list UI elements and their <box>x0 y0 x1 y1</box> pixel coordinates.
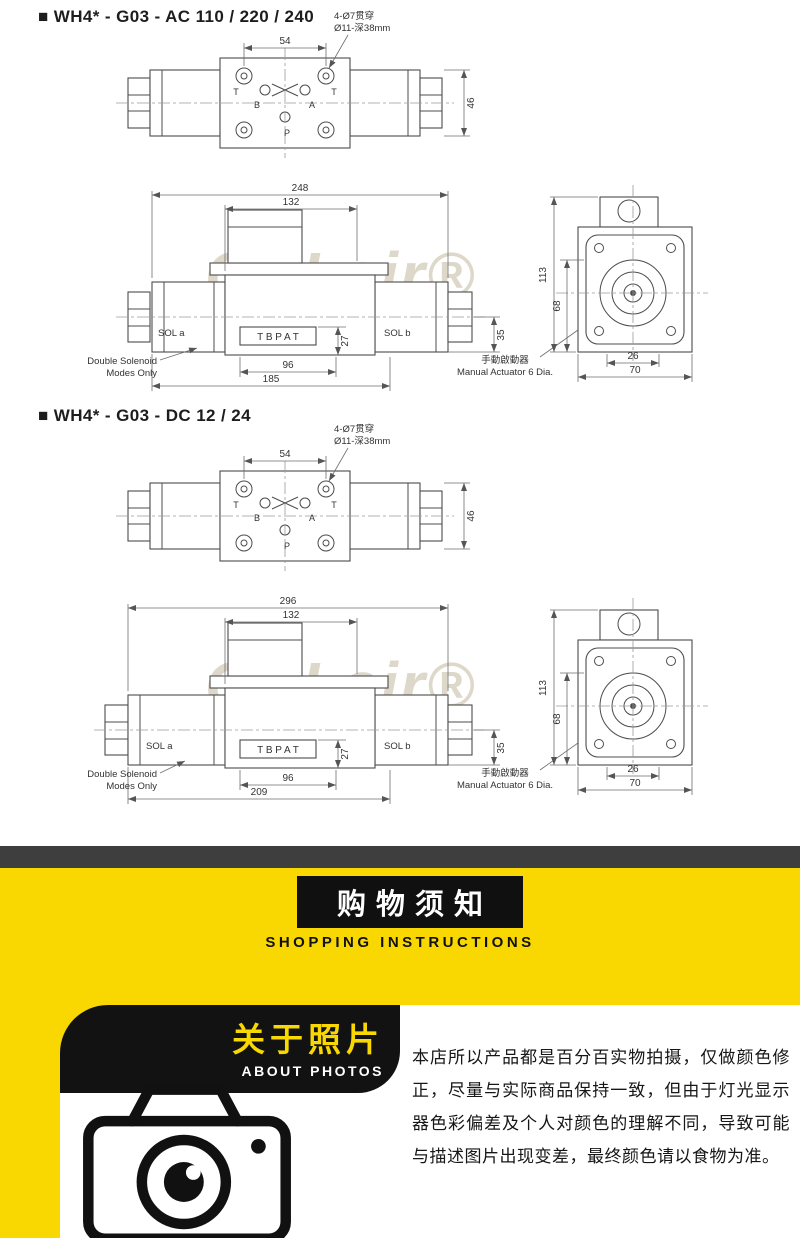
side-view: 113 68 26 70 <box>538 598 708 795</box>
section-title-dc: ■ WH4* - G03 - DC 12 / 24 <box>38 406 251 425</box>
double-solenoid-note-2: Modes Only <box>106 781 157 792</box>
dim-68: 68 <box>552 300 563 312</box>
top-view-details <box>128 67 442 139</box>
dim-base: 209 <box>251 787 268 798</box>
port-label-t2: T <box>331 87 337 97</box>
dim-46: 46 <box>466 97 477 109</box>
hole-note-line1: 4-Ø7贯穿 <box>334 423 374 435</box>
dim-68: 68 <box>552 713 563 725</box>
dim-54: 54 <box>279 36 291 47</box>
manual-actuator-note-cn: 手動啟動器 <box>481 767 529 779</box>
camera-icon <box>83 1084 291 1238</box>
shopping-notice-section: 购物须知 SHOPPING INSTRUCTIONS 关于照片 ABOUT PH… <box>0 868 800 1238</box>
side-view: 113 68 26 70 <box>538 185 708 382</box>
section-title-ac: ■ WH4* - G03 - AC 110 / 220 / 240 <box>38 7 315 26</box>
port-label-b: B <box>254 513 260 523</box>
dim-total: 296 <box>280 596 297 607</box>
port-label-a: A <box>309 100 315 110</box>
port-label-t1: T <box>233 500 239 510</box>
divider-bar <box>0 846 800 868</box>
sol-a-label: SOL a <box>146 741 173 752</box>
dim-54: 54 <box>279 449 291 460</box>
hole-note-line2: Ø11-深38mm <box>334 23 390 34</box>
manual-actuator-note-en: Manual Actuator 6 Dia. <box>457 780 553 791</box>
dim-70: 70 <box>629 365 641 376</box>
port-label-t1: T <box>233 87 239 97</box>
port-label-b: B <box>254 100 260 110</box>
valve-drawing-ac: T B A P T 54 46 4-Ø7贯穿 Ø11-深38mm <box>87 10 708 391</box>
dim-26: 26 <box>627 764 639 775</box>
ports-label: T B P A T <box>257 332 299 343</box>
top-view: T B A P T 54 46 4-Ø7贯穿 Ø11-深38mm <box>116 423 477 571</box>
about-photos-panel: 关于照片 ABOUT PHOTOS 本店所以产品都是百分百实物拍摄，仅做颜色修正… <box>60 1005 800 1238</box>
double-solenoid-note-1: Double Solenoid <box>87 769 157 780</box>
top-view: T B A P T 54 46 4-Ø7贯穿 Ø11-深38mm <box>116 10 477 158</box>
valve-drawing-dc: T B A P T 54 46 4-Ø7贯穿 Ø11-深38mm <box>87 423 708 804</box>
dim-35: 35 <box>496 329 507 341</box>
about-photos-subtitle: ABOUT PHOTOS <box>241 1063 384 1079</box>
dim-27: 27 <box>340 748 351 760</box>
port-label-p: P <box>284 128 290 138</box>
double-solenoid-note-2: Modes Only <box>106 368 157 379</box>
hole-note-line2: Ø11-深38mm <box>334 436 390 447</box>
double-solenoid-note-1: Double Solenoid <box>87 356 157 367</box>
manual-actuator-note-en: Manual Actuator 6 Dia. <box>457 367 553 378</box>
ports-label: T B P A T <box>257 745 299 756</box>
dim-26: 26 <box>627 351 639 362</box>
dim-96: 96 <box>282 773 294 784</box>
dim-70: 70 <box>629 778 641 789</box>
dim-46: 46 <box>466 510 477 522</box>
dim-132: 132 <box>283 197 300 208</box>
dim-132: 132 <box>283 610 300 621</box>
about-photos-title: 关于照片 <box>232 1021 384 1058</box>
front-view: SOL a SOL b T B P A T 24 <box>87 183 617 391</box>
dim-113: 113 <box>538 680 549 696</box>
hole-note-line1: 4-Ø7贯穿 <box>334 10 374 22</box>
about-photos-body: 本店所以产品都是百分百实物拍摄，仅做颜色修正，尽量与实际商品保持一致，但由于灯光… <box>412 1048 790 1167</box>
shopping-notice-title: 购物须知 <box>336 889 493 921</box>
port-label-p: P <box>284 541 290 551</box>
front-view: SOL a SOL b T B P A T 29 <box>87 596 617 804</box>
shopping-notice-subtitle: SHOPPING INSTRUCTIONS <box>265 934 535 951</box>
dim-35: 35 <box>496 742 507 754</box>
about-photos-header: 关于照片 ABOUT PHOTOS <box>60 1005 400 1093</box>
sol-b-label: SOL b <box>384 741 411 752</box>
sol-a-label: SOL a <box>158 328 185 339</box>
dim-base: 185 <box>263 374 280 385</box>
manual-actuator-note-cn: 手動啟動器 <box>481 354 529 366</box>
shopping-notice-title-box: 购物须知 <box>297 876 523 928</box>
sol-b-label: SOL b <box>384 328 411 339</box>
port-label-a: A <box>309 513 315 523</box>
dim-total: 248 <box>292 183 309 194</box>
port-label-t2: T <box>331 500 337 510</box>
dim-27: 27 <box>340 335 351 347</box>
dim-96: 96 <box>282 360 294 371</box>
dim-113: 113 <box>538 267 549 283</box>
